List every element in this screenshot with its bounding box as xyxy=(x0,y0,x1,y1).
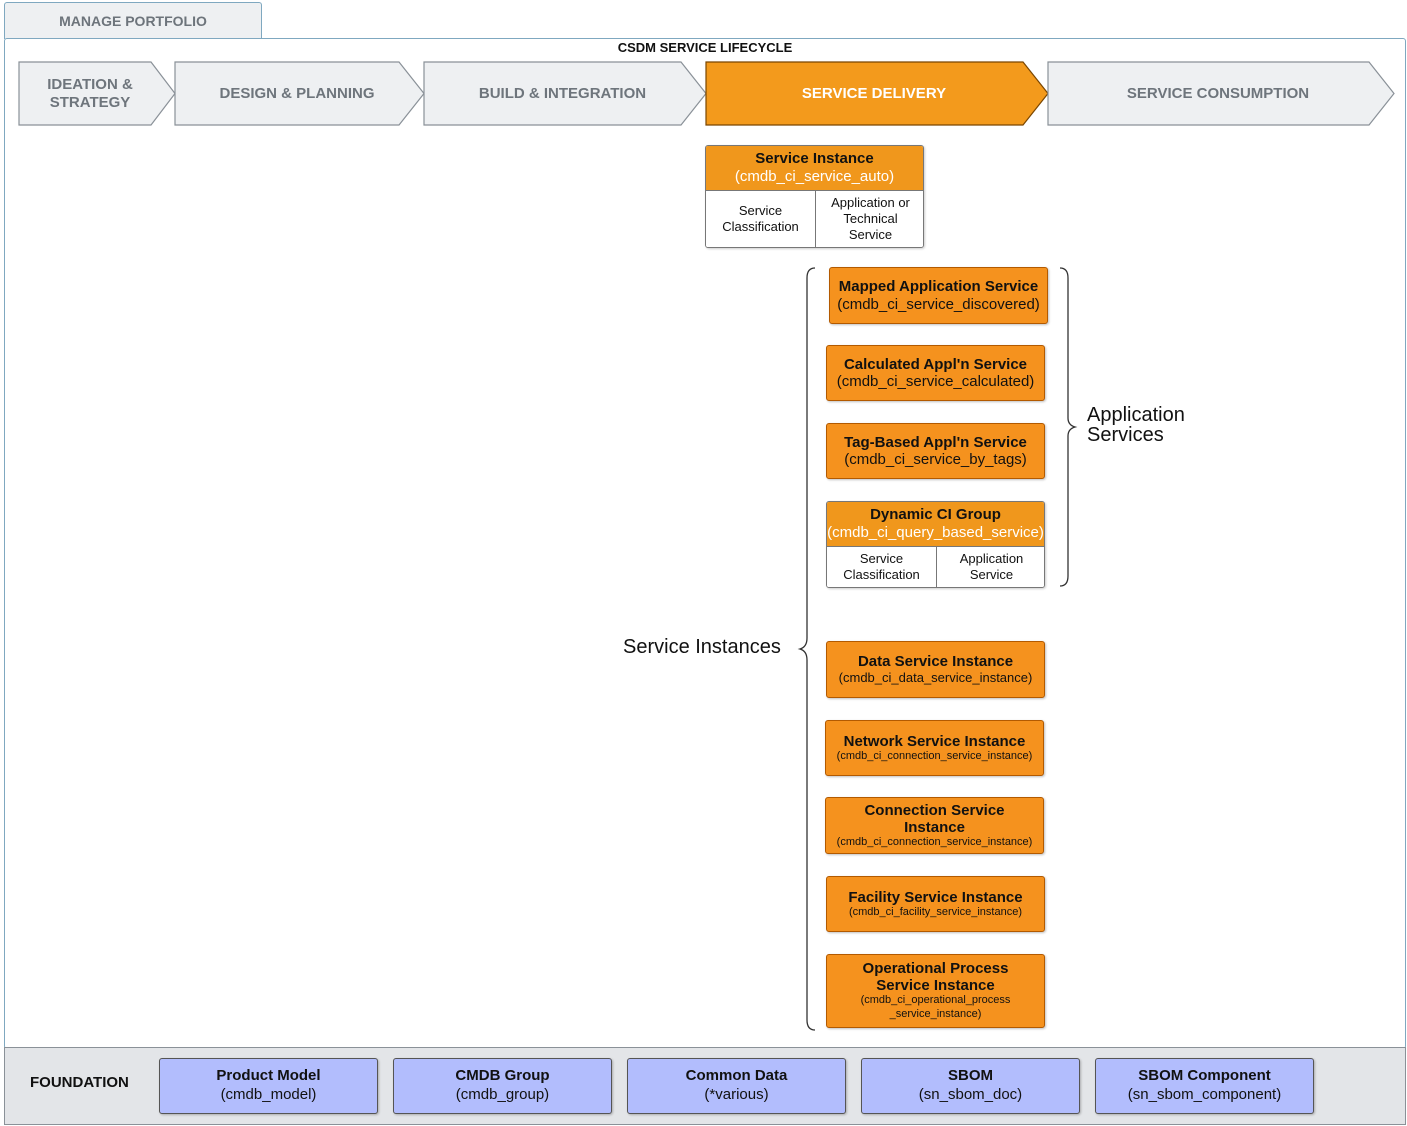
box-table-name: (cmdb_ci_connection_service_instance) xyxy=(836,750,1033,763)
tag-based-application-service-box[interactable]: Tag-Based Appl'n Service (cmdb_ci_servic… xyxy=(826,423,1045,479)
box-title: Calculated Appl'n Service xyxy=(843,355,1028,373)
box-title: Data Service Instance xyxy=(857,653,1014,671)
mapped-application-service-box[interactable]: Mapped Application Service (cmdb_ci_serv… xyxy=(829,267,1048,324)
stage-service-delivery[interactable]: SERVICE DELIVERY xyxy=(705,61,1049,126)
box-table-name: (sn_sbom_component) xyxy=(1127,1086,1282,1103)
box-table-name: (sn_sbom_doc) xyxy=(918,1086,1023,1103)
box-title: Common Data xyxy=(685,1067,788,1085)
box-table-name: (cmdb_ci_operational_process _service_in… xyxy=(860,994,1011,1020)
box-table-name: (cmdb_ci_data_service_instance) xyxy=(838,669,1033,685)
data-service-instance-box[interactable]: Data Service Instance (cmdb_ci_data_serv… xyxy=(826,641,1045,698)
connection-service-instance-box[interactable]: Connection Service Instance (cmdb_ci_con… xyxy=(825,797,1044,854)
foundation-label: FOUNDATION xyxy=(30,1074,129,1091)
stage-design-planning[interactable]: DESIGN & PLANNING xyxy=(174,61,425,126)
stage-build-integration[interactable]: BUILD & INTEGRATION xyxy=(423,61,707,126)
service-instance-box[interactable]: Service Instance (cmdb_ci_service_auto) … xyxy=(705,145,924,248)
box-table-name: (cmdb_ci_service_discovered) xyxy=(837,295,1040,313)
box-title: Operational Process Service Instance xyxy=(862,960,1009,994)
service-instances-brace xyxy=(797,267,816,1031)
operational-process-service-instance-box[interactable]: Operational Process Service Instance (cm… xyxy=(826,954,1045,1028)
stage-label: DESIGN & PLANNING xyxy=(219,84,375,102)
box-table-name: (cmdb_ci_service_by_tags) xyxy=(844,451,1027,468)
box-title: CMDB Group xyxy=(455,1067,550,1085)
facility-service-instance-box[interactable]: Facility Service Instance (cmdb_ci_facil… xyxy=(826,876,1045,932)
box-title: Dynamic CI Group xyxy=(870,506,1001,523)
cell-service-classification: Service Classification xyxy=(706,190,816,247)
box-table-name: (cmdb_ci_service_calculated) xyxy=(836,373,1035,390)
stage-service-consumption[interactable]: SERVICE CONSUMPTION xyxy=(1047,61,1395,126)
dynamic-ci-group-box[interactable]: Dynamic CI Group (cmdb_ci_query_based_se… xyxy=(826,501,1045,588)
box-title: Service Instance xyxy=(755,150,874,167)
application-services-brace xyxy=(1059,267,1078,587)
stage-label: SERVICE DELIVERY xyxy=(801,84,947,102)
box-table-name: (cmdb_ci_service_auto) xyxy=(734,168,895,185)
calculated-application-service-box[interactable]: Calculated Appl'n Service (cmdb_ci_servi… xyxy=(826,345,1045,401)
box-table-name: (cmdb_model) xyxy=(220,1086,317,1103)
box-title: SBOM Component xyxy=(1138,1067,1271,1085)
box-table-name: (*various) xyxy=(704,1086,769,1103)
box-table-name: (cmdb_group) xyxy=(455,1086,550,1103)
manage-portfolio-tab[interactable]: MANAGE PORTFOLIO xyxy=(4,2,262,39)
box-title: SBOM xyxy=(948,1067,993,1085)
application-services-label: Application Services xyxy=(1087,404,1185,446)
sbom-component-box[interactable]: SBOM Component (sn_sbom_component) xyxy=(1095,1058,1314,1114)
box-table-name: (cmdb_ci_connection_service_instance) xyxy=(836,836,1033,849)
cell-application-or-technical: Application or Technical Service xyxy=(816,190,923,247)
stage-label: BUILD & INTEGRATION xyxy=(478,84,647,102)
cell-application-service: Application Service xyxy=(937,546,1044,587)
stage-ideation-strategy[interactable]: IDEATION & STRATEGY xyxy=(18,61,176,126)
box-title: Network Service Instance xyxy=(843,733,1026,751)
box-title: Mapped Application Service xyxy=(838,278,1039,296)
lifecycle-title: CSDM SERVICE LIFECYCLE xyxy=(617,40,793,55)
product-model-box[interactable]: Product Model (cmdb_model) xyxy=(159,1058,378,1114)
box-title: Tag-Based Appl'n Service xyxy=(844,433,1027,451)
network-service-instance-box[interactable]: Network Service Instance (cmdb_ci_connec… xyxy=(825,720,1044,776)
cell-service-classification: Service Classification xyxy=(827,546,937,587)
box-table-name: (cmdb_ci_query_based_service) xyxy=(827,524,1044,541)
box-title: Connection Service Instance xyxy=(864,801,1005,837)
box-title: Facility Service Instance xyxy=(848,889,1023,907)
common-data-box[interactable]: Common Data (*various) xyxy=(627,1058,846,1114)
cmdb-group-box[interactable]: CMDB Group (cmdb_group) xyxy=(393,1058,612,1114)
box-title: Product Model xyxy=(216,1067,321,1085)
stage-label: IDEATION & STRATEGY xyxy=(47,75,133,111)
box-table-name: (cmdb_ci_facility_service_instance) xyxy=(848,906,1022,919)
sbom-box[interactable]: SBOM (sn_sbom_doc) xyxy=(861,1058,1080,1114)
service-instances-label: Service Instances xyxy=(623,636,781,658)
stage-label: SERVICE CONSUMPTION xyxy=(1126,84,1310,102)
